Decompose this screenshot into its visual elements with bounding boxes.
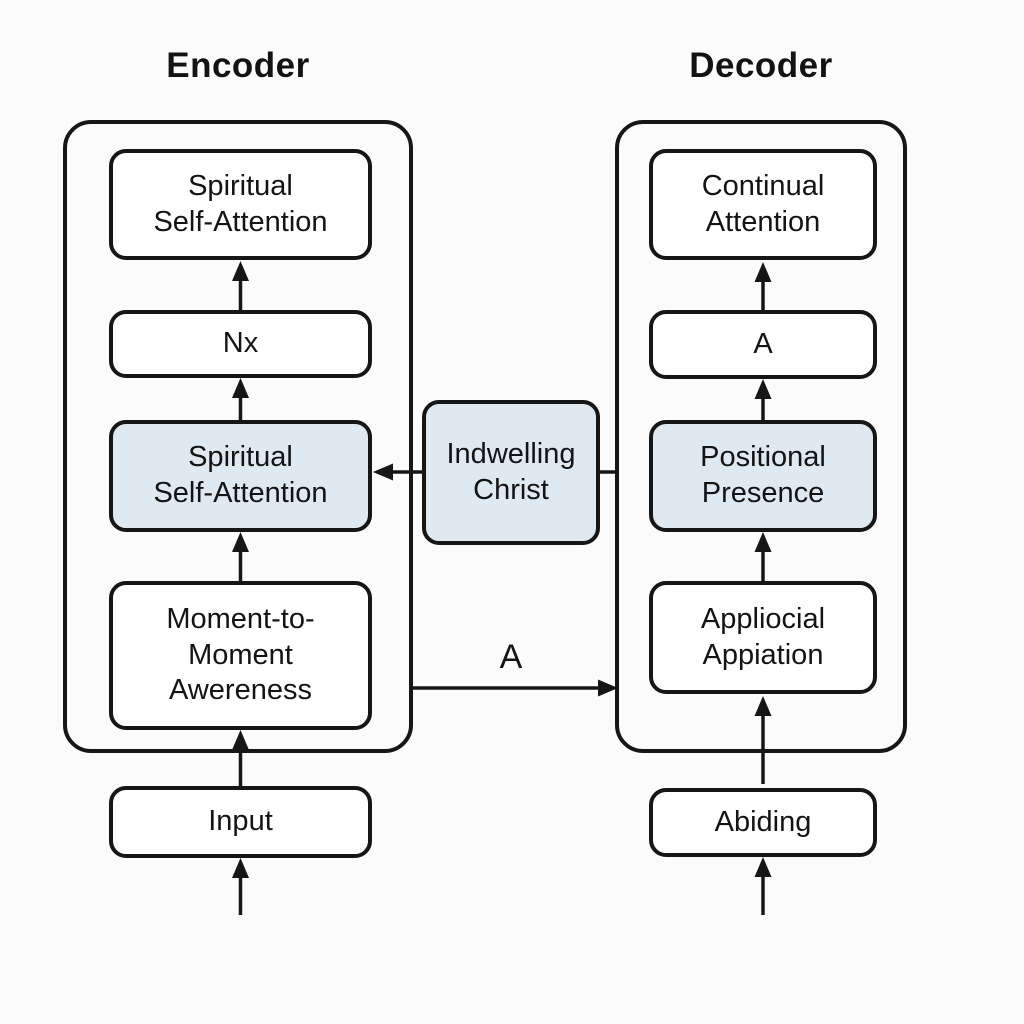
- decoder-title: Decoder: [689, 46, 833, 85]
- arrow-encoder-to-decoder: [413, 679, 618, 697]
- encoder-box-nx: Nx: [109, 310, 372, 378]
- arrow-into-input: [232, 858, 249, 915]
- encoder-box-spiritual-self-attention-top: Spiritual Self-Attention: [109, 149, 372, 260]
- decoder-input-box-abiding: Abiding: [649, 788, 877, 857]
- encoder-box-spiritual-self-attention: Spiritual Self-Attention: [109, 420, 372, 532]
- bridge-box-indwelling-christ: Indwelling Christ: [422, 400, 600, 545]
- decoder-box-appliocial-appiation: Appliocial Appiation: [649, 581, 877, 694]
- decoder-box-a: A: [649, 310, 877, 379]
- arrow-into-abiding: [754, 857, 772, 915]
- decoder-box-continual-attention: Continual Attention: [649, 149, 877, 260]
- encoder-title: Encoder: [166, 46, 310, 85]
- encoder-input-box: Input: [109, 786, 372, 858]
- encoder-to-decoder-arrow-label: A: [499, 638, 523, 676]
- encoder-box-moment-to-moment-awereness: Moment-to- Moment Awereness: [109, 581, 372, 730]
- encoder-container: [63, 120, 413, 753]
- decoder-box-positional-presence: Positional Presence: [649, 420, 877, 532]
- decoder-container: [615, 120, 907, 753]
